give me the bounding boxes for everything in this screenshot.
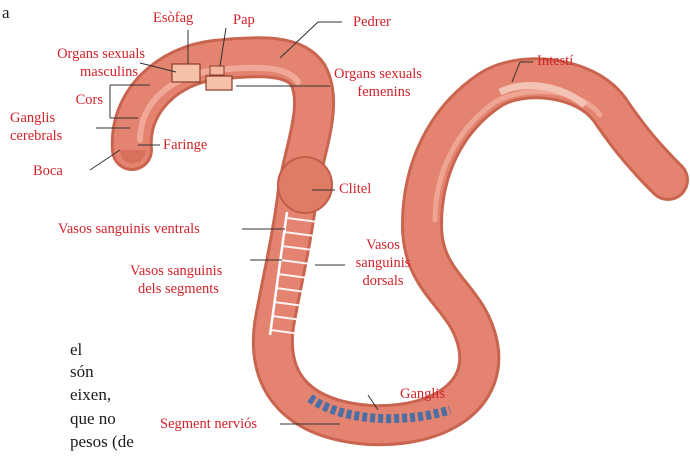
female-organs-box: [206, 76, 232, 90]
label-vasos-dorsals-1: Vasos: [348, 237, 418, 254]
label-esofag: Esòfag: [153, 10, 193, 27]
label-vasos-dorsals-2: sanguinis: [348, 255, 418, 272]
body-text-fragment-3: són: [70, 361, 94, 383]
esophagus-organ: [172, 64, 200, 82]
label-vasos-dorsals-3: dorsals: [348, 273, 418, 290]
label-ganglis: Ganglis: [400, 386, 445, 403]
label-intesti: Intestí: [537, 53, 573, 70]
body-text-fragment-2: el: [70, 339, 82, 361]
label-ganglis-cerebrals-1: Ganglis: [10, 110, 55, 127]
label-organs-masculins-2: masculins: [0, 64, 138, 81]
body-text-fragment-1: a: [2, 2, 10, 24]
label-pap: Pap: [233, 12, 255, 29]
label-organs-femenins-2: femenins: [334, 84, 434, 101]
clitellum: [278, 157, 332, 213]
label-cors: Cors: [0, 92, 103, 109]
body-text-fragment-5: que no: [70, 408, 116, 430]
label-vasos-segments-2: dels segments: [138, 281, 219, 298]
label-clitel: Clitel: [339, 181, 371, 198]
body-text-fragment-6: pesos (de: [70, 431, 134, 453]
body-text-fragment-4: eixen,: [70, 384, 111, 406]
label-organs-masculins-1: Organs sexuals: [0, 46, 145, 63]
label-pedrer: Pedrer: [353, 14, 391, 31]
crop-organ: [210, 66, 224, 75]
label-boca: Boca: [33, 163, 63, 180]
label-organs-femenins-1: Organs sexuals: [334, 66, 422, 83]
label-segment-nervios: Segment nerviós: [160, 416, 257, 433]
label-ganglis-cerebrals-2: cerebrals: [10, 128, 62, 145]
label-vasos-ventrals: Vasos sanguinis ventrals: [58, 221, 200, 238]
label-vasos-segments-1: Vasos sanguinis: [130, 263, 222, 280]
label-faringe: Faringe: [163, 137, 207, 154]
